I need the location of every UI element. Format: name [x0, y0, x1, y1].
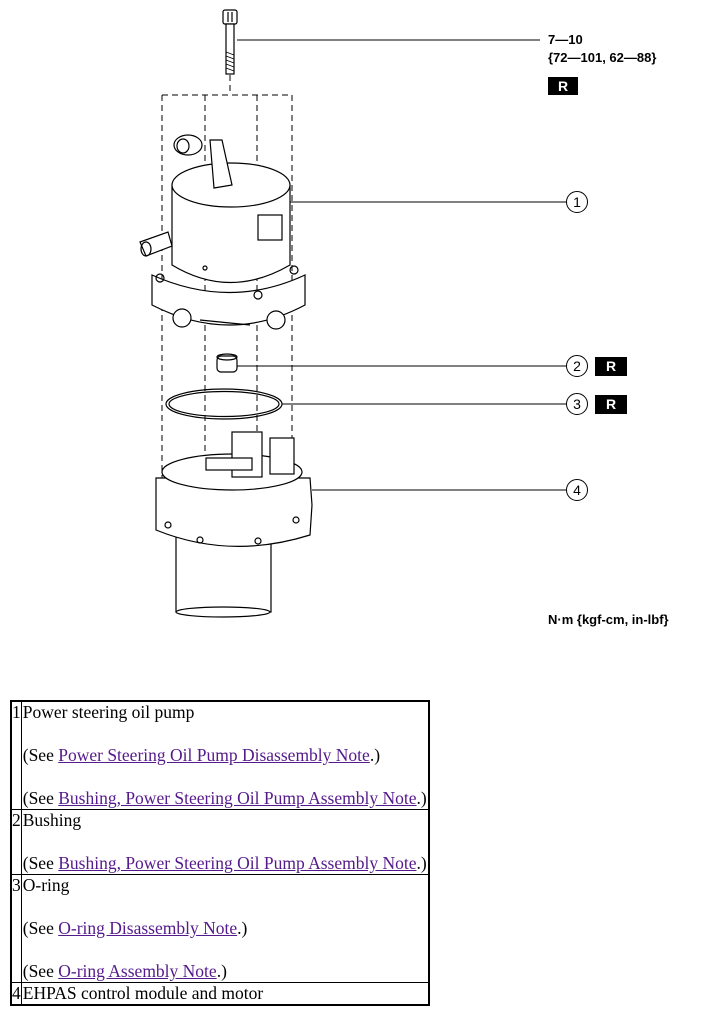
leader-lines: [237, 39, 566, 491]
reference-link[interactable]: O-ring Assembly Note: [58, 961, 217, 981]
reference-line: (See O-ring Disassembly Note.): [22, 918, 248, 938]
part-name: O-ring: [22, 875, 70, 895]
motor-drawing: [155, 431, 313, 618]
part-number: 3: [10, 874, 22, 983]
part-name: Power steering oil pump: [22, 702, 195, 722]
reference-link[interactable]: Bushing, Power Steering Oil Pump Assembl…: [58, 788, 417, 808]
reference-line: (See Power Steering Oil Pump Disassembly…: [22, 745, 381, 765]
table-row: 3 O-ring (See O-ring Disassembly Note.) …: [10, 874, 430, 983]
reference-line: (See Bushing, Power Steering Oil Pump As…: [22, 853, 427, 873]
callout-1: 1: [566, 191, 588, 213]
part-description: Power steering oil pump (See Power Steer…: [20, 700, 430, 810]
table-row: 4 EHPAS control module and motor: [10, 982, 430, 1006]
replace-mark-o-ring: R: [595, 395, 627, 414]
replace-mark-bolt: R: [548, 77, 578, 95]
bolt-drawing: [222, 9, 238, 75]
reference-link[interactable]: Power Steering Oil Pump Disassembly Note: [58, 745, 370, 765]
callout-4: 4: [566, 479, 588, 501]
replace-mark-bushing: R: [595, 357, 627, 376]
part-description: EHPAS control module and motor: [20, 982, 430, 1006]
part-number: 4: [10, 982, 22, 1006]
exploded-view-figure: 7—10 {72—101, 62—88} R 1 2 R 3 R 4 N·m {…: [139, 9, 669, 627]
part-number: 2: [10, 809, 22, 875]
torque-value: 7—10: [548, 32, 583, 47]
torque-units-legend: N·m {kgf-cm, in-lbf}: [548, 612, 669, 627]
part-description: Bushing (See Bushing, Power Steering Oil…: [20, 809, 430, 875]
reference-link[interactable]: Bushing, Power Steering Oil Pump Assembl…: [58, 853, 417, 873]
callout-2: 2: [566, 355, 588, 377]
exploded-view-illustration: [139, 9, 566, 618]
o-ring-drawing: [165, 388, 283, 420]
torque-alt-units: {72—101, 62—88}: [548, 50, 657, 65]
parts-table: 1 Power steering oil pump (See Power Ste…: [10, 700, 430, 1006]
part-number: 1: [10, 700, 22, 810]
bushing-drawing: [216, 353, 238, 373]
table-row: 2 Bushing (See Bushing, Power Steering O…: [10, 809, 430, 875]
pump-drawing: [139, 134, 306, 330]
reference-line: (See Bushing, Power Steering Oil Pump As…: [22, 788, 427, 808]
part-name: Bushing: [22, 810, 82, 830]
callout-3: 3: [566, 393, 588, 415]
part-name: EHPAS control module and motor: [22, 983, 264, 1003]
table-row: 1 Power steering oil pump (See Power Ste…: [10, 700, 430, 810]
reference-line: (See O-ring Assembly Note.): [22, 961, 227, 981]
part-description: O-ring (See O-ring Disassembly Note.) (S…: [20, 874, 430, 983]
reference-link[interactable]: O-ring Disassembly Note: [58, 918, 238, 938]
